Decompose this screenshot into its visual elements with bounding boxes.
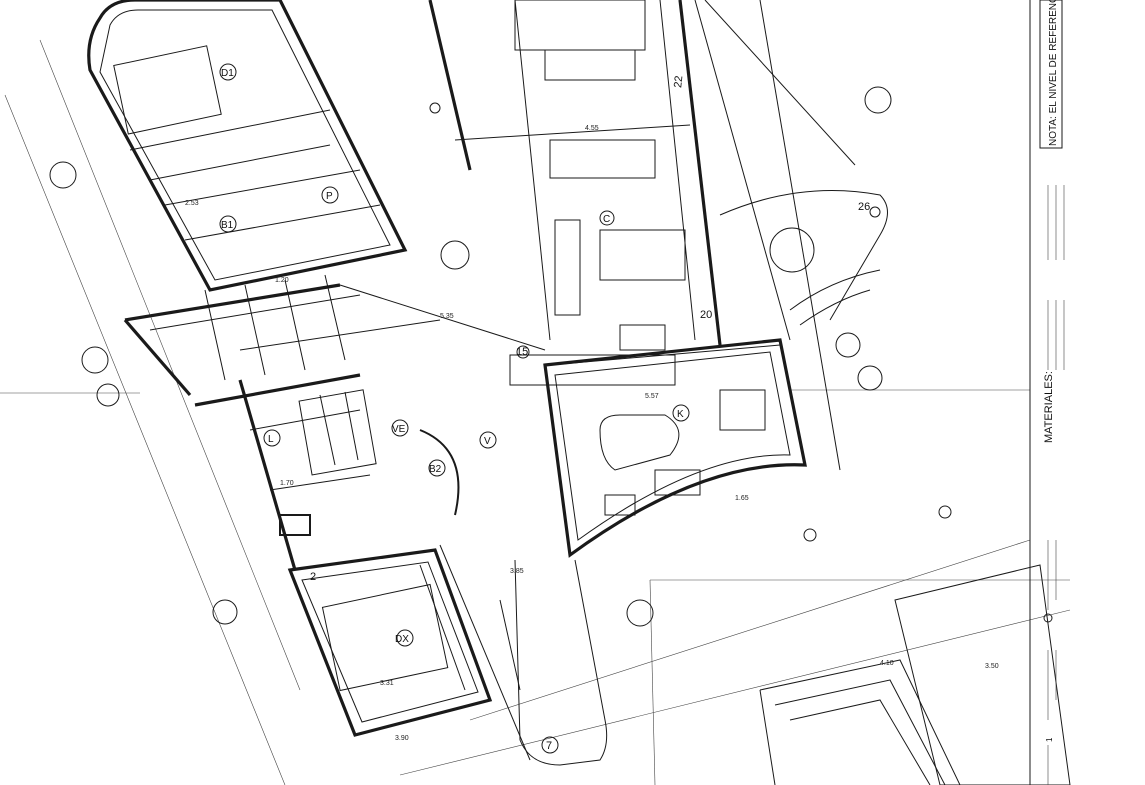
- room-label-d1: D1: [221, 68, 234, 79]
- dim-label: 5.35: [440, 313, 454, 320]
- bedroom-dx: DX 2 3.31 3.90: [287, 548, 493, 742]
- legend: NOTA: EL NIVEL DE REFERENCIA MATERIALES:…: [1029, 0, 1065, 785]
- kitchen-k: K 5.57 1.65: [509, 338, 807, 558]
- dim-label: 1.20: [275, 277, 289, 284]
- dim-label: 5.57: [645, 393, 659, 400]
- materials-title: MATERIALES:: [1043, 371, 1055, 443]
- marker-15: 15: [516, 346, 528, 358]
- living-room-c: C 4.55 22 20: [428, 0, 722, 351]
- marker-26: 26: [858, 201, 870, 213]
- bedroom-d1: D1 P B1 2.53: [87, 0, 408, 292]
- room-label-b1: B1: [221, 220, 234, 231]
- marker-22: 22: [672, 75, 685, 88]
- dim-label: 3.50: [985, 663, 999, 670]
- marker-7: 7: [546, 740, 552, 752]
- dim-label: 1.70: [280, 480, 294, 487]
- room-label-2: 2: [310, 571, 316, 583]
- room-label-ve: VE: [392, 424, 406, 435]
- laundry-l: L 1.70: [194, 373, 377, 571]
- room-label-v: V: [484, 436, 491, 447]
- room-label-dx: DX: [395, 634, 409, 645]
- room-label-p: P: [326, 191, 333, 202]
- dim-label: 3.85: [510, 568, 524, 575]
- dim-label: 4.55: [585, 125, 599, 132]
- dim-label: 1.65: [735, 495, 749, 502]
- dim-label: 2.53: [185, 200, 199, 207]
- section-markers: [49, 86, 1053, 627]
- legend-index: 1: [1045, 737, 1054, 742]
- dim-label: 3.90: [395, 735, 409, 742]
- dim-label: 3.31: [380, 680, 394, 687]
- terrace: 26: [694, 0, 888, 471]
- room-label-c: C: [603, 214, 610, 225]
- legend-note: NOTA: EL NIVEL DE REFERENCIA: [1048, 0, 1059, 146]
- lower-right-structure: 4.10 3.50: [759, 505, 1071, 785]
- dim-label: 4.10: [880, 660, 894, 667]
- room-label-b2: B2: [429, 464, 442, 475]
- marker-20: 20: [700, 309, 712, 321]
- room-label-l: L: [268, 434, 274, 445]
- room-label-k: K: [677, 409, 684, 420]
- site-boundary: [0, 39, 1071, 785]
- entrance-path: 7 3.85: [439, 544, 608, 766]
